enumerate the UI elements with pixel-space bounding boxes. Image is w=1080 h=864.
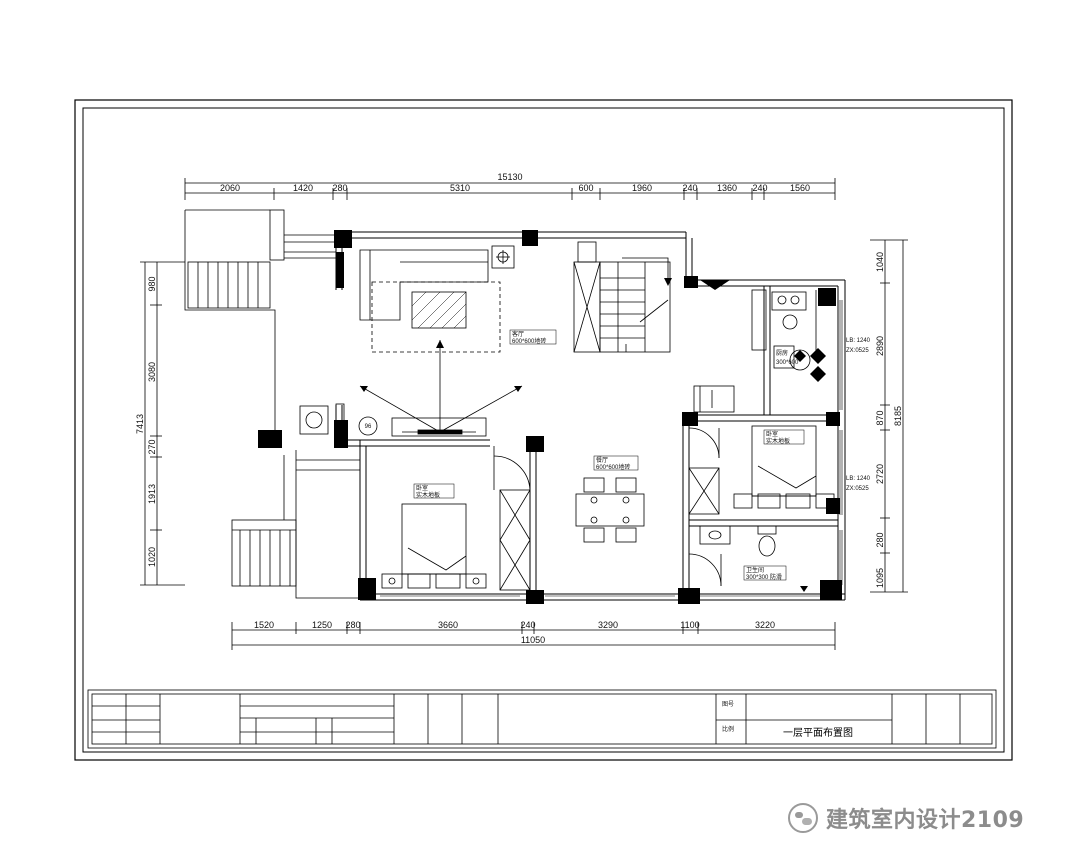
bottom-dim-6: 3290: [598, 620, 618, 630]
left-dim-1: 980: [147, 276, 157, 291]
dining-label-box: [593, 455, 639, 471]
right-dim-total: 8185: [893, 406, 903, 426]
right-dimension-chain: [870, 239, 908, 593]
left-dimension-chain: [140, 261, 185, 586]
bottom-dimension-chain: [231, 622, 836, 650]
bedroom-2-name: 卧室: [766, 430, 778, 438]
right-dim-3: 870: [875, 410, 885, 425]
bottom-dim-4: 3660: [438, 620, 458, 630]
top-dim-3: 280: [332, 183, 347, 193]
right-dim-1: 1040: [875, 252, 885, 272]
top-dim-5: 600: [578, 183, 593, 193]
watermark: 建筑室内设计2109: [788, 800, 1068, 836]
wechat-icon: [788, 803, 818, 833]
bathroom-label-box: [743, 565, 787, 581]
title-block: [87, 689, 997, 749]
bottom-dim-2: 1250: [312, 620, 332, 630]
right-dim-4: 2720: [875, 464, 885, 484]
bottom-dim-8: 3220: [755, 620, 775, 630]
bedroom-2-furniture: [688, 425, 835, 515]
dining-name: 餐厅: [596, 456, 608, 464]
right-dim-6: 280: [875, 532, 885, 547]
right-dim-2: 2890: [875, 336, 885, 356]
floor-drain-icon: [800, 586, 808, 592]
bottom-dim-5: 240: [520, 620, 535, 630]
left-dim-total: 7413: [135, 414, 145, 434]
top-dim-10: 1560: [790, 183, 810, 193]
top-dim-1: 2060: [220, 183, 240, 193]
kitchen-fixtures: [693, 289, 817, 413]
bedroom-1-spec: 实木地板: [416, 491, 440, 499]
top-dim-7: 240: [682, 183, 697, 193]
watermark-text: 建筑室内设计2109: [826, 808, 1025, 833]
bedroom-2-spec: 实木地板: [766, 437, 790, 445]
top-dim-4: 5310: [450, 183, 470, 193]
bottom-dim-total: 11050: [521, 635, 545, 645]
bedroom-2-label-box: [763, 429, 805, 445]
left-dim-5: 1020: [147, 547, 157, 567]
exterior-left-structures: [184, 209, 360, 599]
bathroom-spec: 300*300 防滑: [746, 573, 782, 581]
window-label-1: LB: 1240: [846, 338, 871, 344]
bottom-dim-7: 1100: [680, 620, 699, 630]
top-dim-6: 1960: [632, 183, 652, 193]
top-dimension-chain: [184, 178, 836, 200]
round-tag-label: 96: [365, 424, 372, 430]
window-code-1: ZX:0525: [846, 348, 869, 354]
top-dim-2: 1420: [293, 183, 313, 193]
top-dim-9: 240: [752, 183, 767, 193]
bedroom-1-name: 卧室: [416, 484, 428, 492]
title-field-a: 图号: [722, 701, 734, 708]
dining-spec: 600*600地砖: [596, 463, 630, 471]
window-code-2: ZX:0525: [846, 486, 869, 492]
dining-set: [493, 446, 645, 591]
left-dim-2: 3080: [147, 362, 157, 382]
window-label-2: LB: 1240: [846, 476, 871, 482]
living-room-name: 客厅: [512, 330, 524, 338]
left-dim-3: 270: [147, 439, 157, 454]
top-dim-8: 1360: [717, 183, 737, 193]
outer-frame: [74, 99, 1013, 761]
bathroom-name: 卫生间: [746, 566, 764, 574]
bedroom-1-label-box: [413, 483, 455, 499]
drawing-title: 一层平面布置图: [783, 727, 853, 739]
washing-machine: [299, 403, 345, 435]
top-dim-total: 15130: [497, 172, 522, 182]
kitchen-name: 厨房: [776, 349, 788, 357]
structural-columns: [258, 230, 842, 604]
title-field-b: 比例: [722, 725, 734, 733]
left-dim-4: 1913: [147, 484, 157, 504]
bottom-dim-3: 280: [345, 620, 360, 630]
bedroom-1-furniture: [381, 503, 487, 589]
living-room-furniture: [358, 245, 523, 437]
inner-frame: [82, 107, 1005, 753]
right-windows: [380, 300, 843, 597]
kitchen-stools: [794, 348, 826, 382]
right-dim-5: 1095: [875, 568, 885, 588]
internal-stair: [573, 241, 671, 353]
stair-arrow: [664, 278, 672, 286]
kitchen-spec: 300*600: [776, 360, 799, 366]
bathroom-fixtures: [688, 525, 777, 587]
living-room-label-box: [509, 329, 557, 345]
bottom-dim-1: 1520: [254, 620, 274, 630]
arrow-heads: [360, 340, 522, 392]
living-room-spec: 600*600地砖: [512, 337, 546, 345]
